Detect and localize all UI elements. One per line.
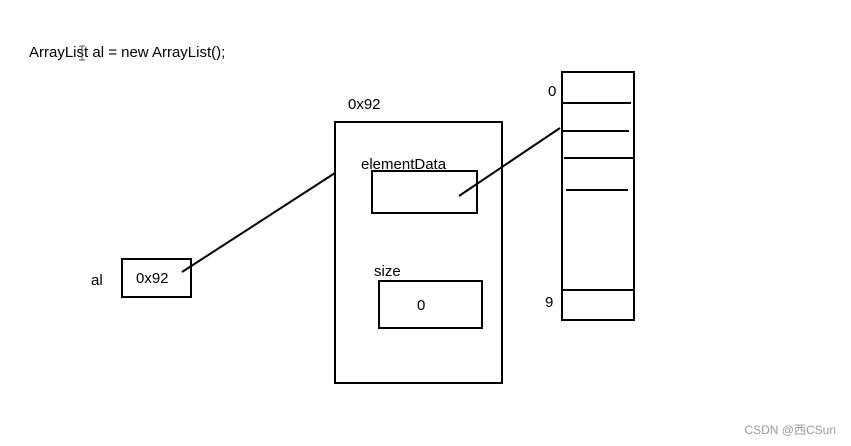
- array-box: [561, 71, 635, 321]
- reference-arrow-variable-to-object: [181, 172, 336, 273]
- variable-box: [121, 258, 192, 298]
- field-box-size: [378, 280, 483, 329]
- reference-arrow-elementdata-to-array: [458, 127, 561, 197]
- watermark: CSDN @西CSun: [744, 423, 836, 437]
- variable-label: al: [91, 272, 103, 289]
- object-address: 0x92: [348, 96, 381, 113]
- array-index-last: 9: [545, 294, 553, 311]
- array-index-first: 0: [548, 83, 556, 100]
- variable-value: 0x92: [136, 270, 169, 287]
- field-label-size: size: [374, 263, 401, 280]
- field-value-size: 0: [417, 297, 425, 314]
- text-cursor-icon: [79, 45, 85, 61]
- object-box: [334, 121, 503, 384]
- code-line: ArrayList al = new ArrayList();: [29, 44, 225, 61]
- field-box-elementdata: [371, 170, 478, 214]
- field-label-elementdata: elementData: [361, 156, 447, 173]
